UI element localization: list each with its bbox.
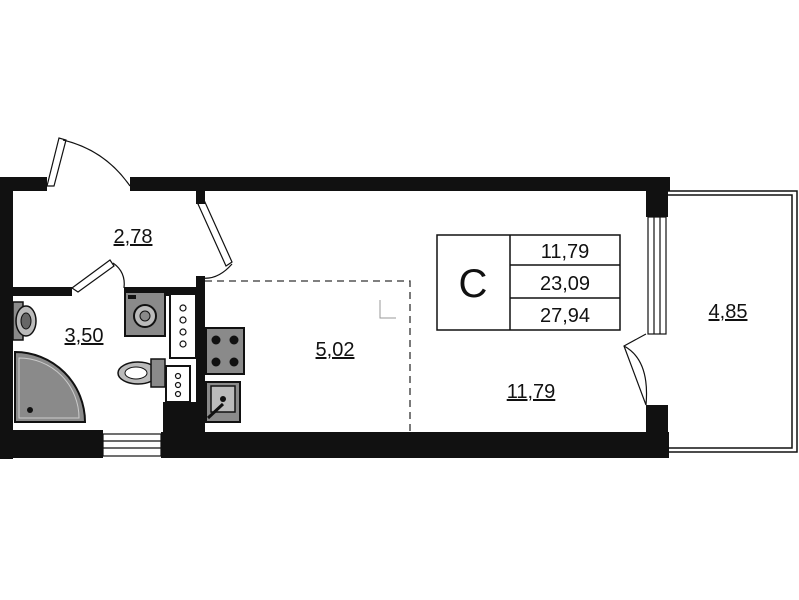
room-label-kitchen: 5,02 <box>316 339 355 361</box>
legend-frame <box>436 234 621 331</box>
kitchen-zone-mark <box>379 300 396 319</box>
room-label-living: 11,79 <box>507 381 556 403</box>
living-room-door <box>197 199 233 279</box>
shower-tray <box>14 350 87 423</box>
legend-living-area: 11,79 <box>541 241 590 263</box>
toilet <box>117 358 166 388</box>
walls <box>0 177 670 459</box>
kitchen-sink <box>205 381 241 423</box>
washing-machine <box>124 291 166 337</box>
entry-door <box>46 137 131 187</box>
legend-type-letter: С <box>459 262 488 306</box>
bathroom-door <box>70 259 125 293</box>
top-wall-right <box>130 177 670 191</box>
balcony-window <box>647 216 667 335</box>
washbasin <box>12 301 37 341</box>
area-legend: С 11,79 23,09 27,94 <box>436 234 621 331</box>
room-label-balcony: 4,85 <box>709 301 748 323</box>
balcony-door-swing <box>623 333 648 406</box>
right-wall-top <box>646 177 668 217</box>
partition-hall-bath-left <box>12 287 72 296</box>
left-wall <box>0 177 13 459</box>
bottom-wall-left <box>0 430 103 458</box>
right-wall-bottom <box>646 405 668 458</box>
balcony-outline <box>668 190 798 453</box>
legend-total-with-balcony: 27,94 <box>540 305 590 327</box>
kitchen-zone-outline <box>205 280 411 432</box>
shaft-dots <box>174 304 187 398</box>
legend-total-area: 23,09 <box>540 273 590 295</box>
bathroom-window <box>102 433 162 457</box>
bottom-wall-right <box>161 432 669 458</box>
stove <box>205 327 245 375</box>
room-label-hallway: 2,78 <box>114 226 153 248</box>
partition-bath-kitchen <box>196 276 205 436</box>
bath-wall-stub <box>163 402 199 436</box>
partition-hall-living <box>196 190 205 204</box>
room-label-bathroom: 3,50 <box>65 325 104 347</box>
